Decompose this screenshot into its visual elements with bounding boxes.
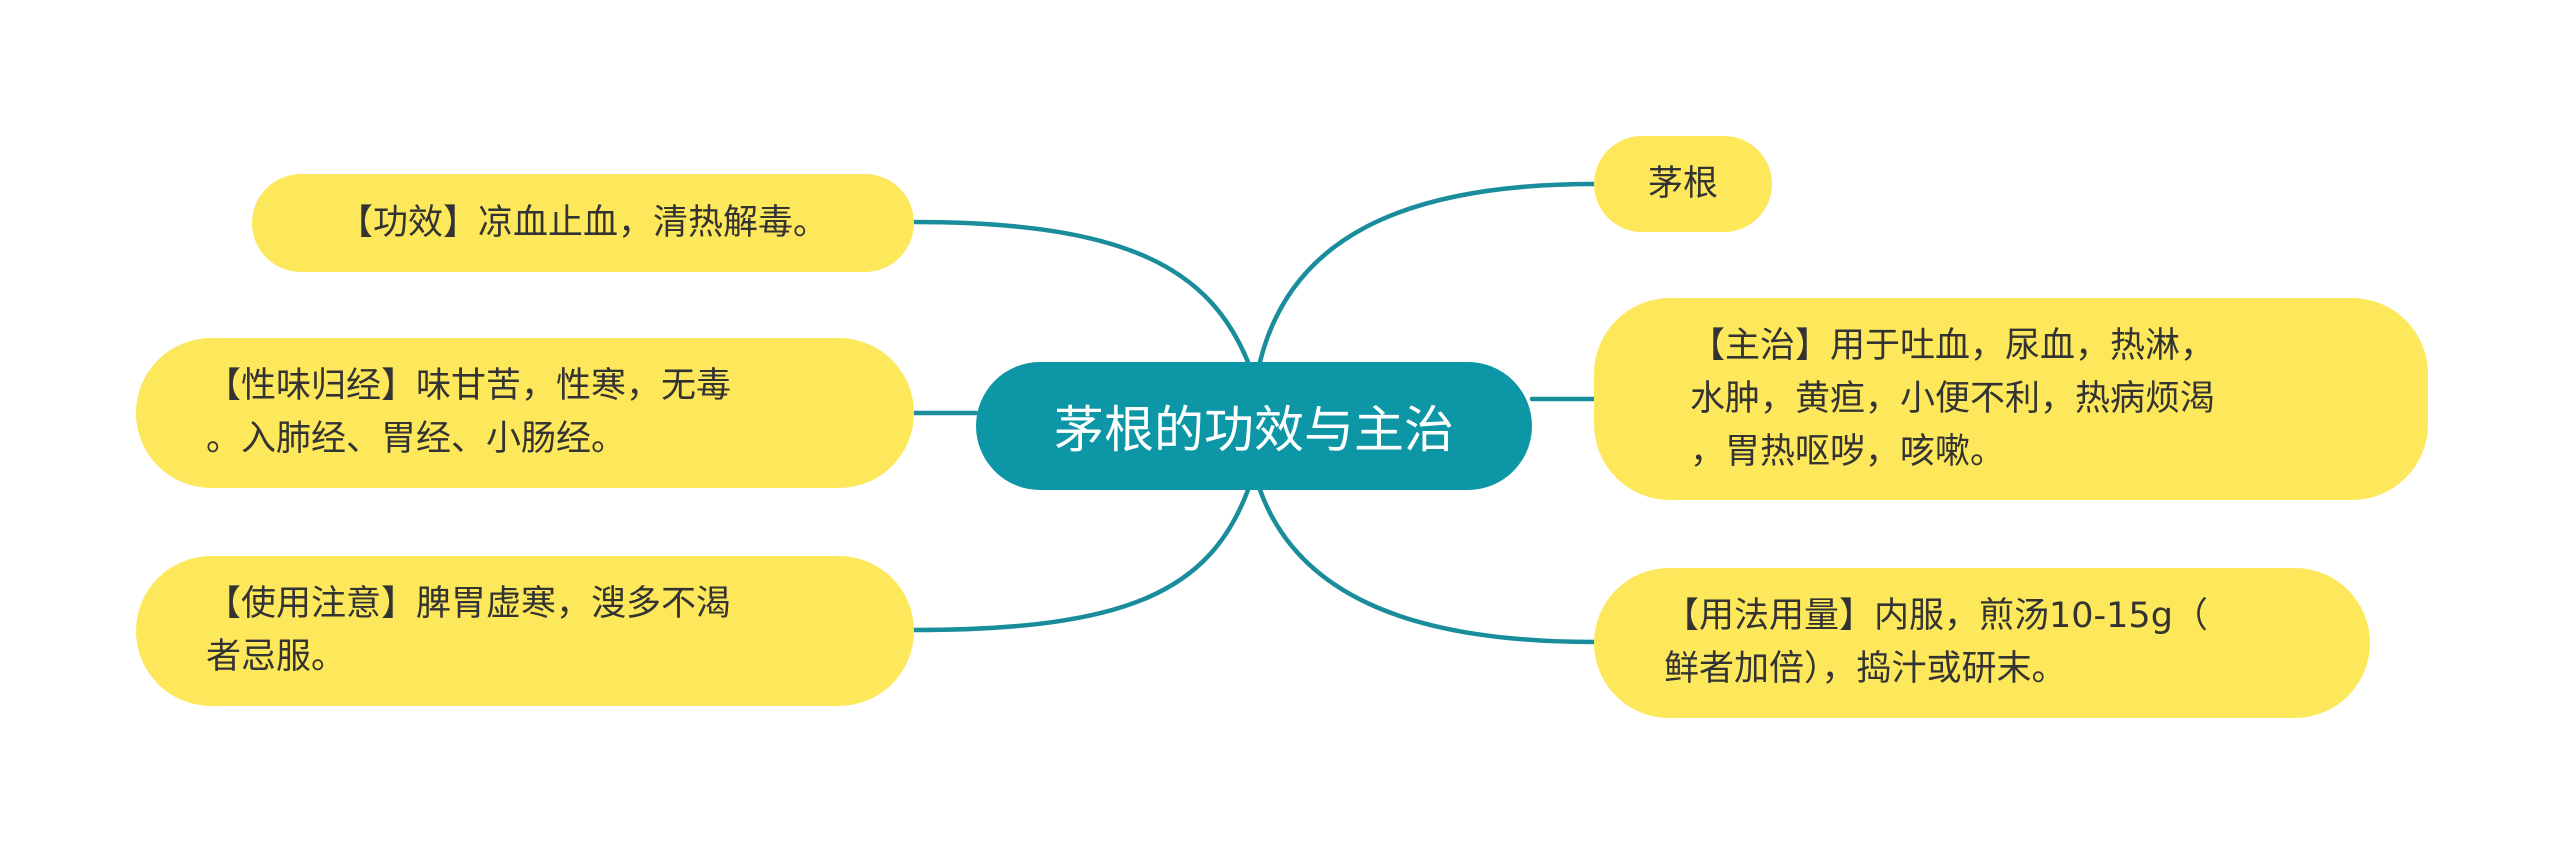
connector-gongxiao — [911, 219, 1251, 365]
branch-label-zhuzhi: 【主治】用于吐血，尿血，热淋， 水肿，黄疸，小便不利，热病烦渴 ，胃热呕哕，咳嗽… — [1690, 325, 2216, 472]
central-topic-label: 茅根的功效与主治 — [1054, 401, 1454, 459]
branch-label-zhuyi: 【使用注意】脾胃虚寒，溲多不渴 者忌服。 — [206, 584, 732, 677]
branch-node-maogen[interactable]: 茅根 — [1594, 136, 1772, 232]
connector-yongfa — [1257, 487, 1597, 645]
branch-label-yongfa: 【用法用量】内服，煎汤10-15g（ 鲜者加倍），捣汁或研末。 — [1664, 596, 2208, 689]
branch-node-zhuzhi[interactable]: 【主治】用于吐血，尿血，热淋， 水肿，黄疸，小便不利，热病烦渴 ，胃热呕哕，咳嗽… — [1594, 298, 2428, 500]
branch-label-gongxiao: 【功效】凉血止血，清热解毒。 — [337, 202, 828, 243]
branch-label-xingwei: 【性味归经】味甘苦，性寒，无毒 。入肺经、胃经、小肠经。 — [206, 366, 732, 459]
connector-maogen — [1257, 181, 1597, 365]
connector-zhuyi — [911, 487, 1251, 633]
branch-label-maogen: 茅根 — [1647, 163, 1718, 204]
central-topic[interactable]: 茅根的功效与主治 — [976, 362, 1532, 490]
branch-node-gongxiao[interactable]: 【功效】凉血止血，清热解毒。 — [252, 174, 914, 272]
branch-node-zhuyi[interactable]: 【使用注意】脾胃虚寒，溲多不渴 者忌服。 — [136, 556, 914, 706]
branch-node-yongfa[interactable]: 【用法用量】内服，煎汤10-15g（ 鲜者加倍），捣汁或研末。 — [1594, 568, 2370, 718]
branch-node-xingwei[interactable]: 【性味归经】味甘苦，性寒，无毒 。入肺经、胃经、小肠经。 — [136, 338, 914, 488]
